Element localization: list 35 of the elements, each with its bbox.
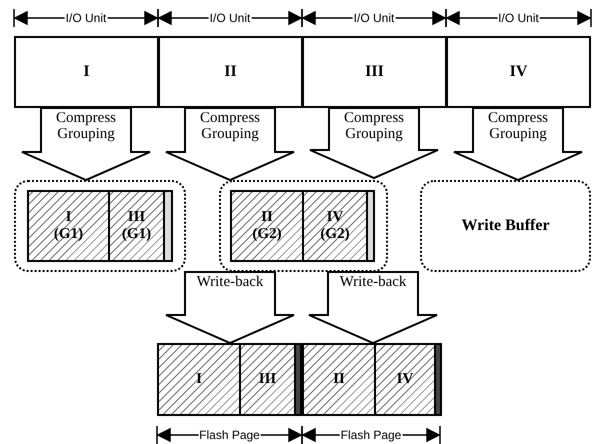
edge-label: Compress Grouping xyxy=(343,111,405,142)
flash-page-box xyxy=(157,343,302,416)
compressed-block: IV xyxy=(374,343,436,416)
compressed-block: III xyxy=(239,343,296,416)
data-block: III xyxy=(302,36,447,108)
compressed-block: I xyxy=(157,343,241,416)
flash-page-box xyxy=(302,343,442,416)
block-arrow xyxy=(165,271,295,344)
dimension-label: Flash Page xyxy=(340,428,402,442)
compressed-block: III (G1) xyxy=(108,190,165,262)
edge-label: Write-back xyxy=(196,275,264,291)
block-arrow xyxy=(309,107,439,180)
data-block: IV xyxy=(446,36,591,108)
data-block: II xyxy=(158,36,303,108)
data-block: I xyxy=(14,36,159,108)
block-arrow xyxy=(21,107,151,182)
edge-label: Compress Grouping xyxy=(487,111,549,142)
edge-label: Compress Grouping xyxy=(199,111,261,142)
dimension-label: I/O Unit xyxy=(352,11,396,25)
dimension-label: Flash Page xyxy=(198,428,261,442)
edge-label: Compress Grouping xyxy=(55,111,117,142)
dimension-label: I/O Unit xyxy=(497,11,540,25)
block-arrow xyxy=(165,107,295,182)
compressed-block: I (G1) xyxy=(27,190,110,262)
dimension-label: I/O Unit xyxy=(64,11,108,25)
block-arrow xyxy=(308,271,438,344)
compressed-block: II xyxy=(302,343,376,416)
write-buffer-box: Write Buffer xyxy=(420,180,591,272)
group-buffer xyxy=(14,180,186,272)
dimension-label: I/O Unit xyxy=(208,11,252,25)
block-arrow xyxy=(453,107,583,182)
compressed-block: IV (G2) xyxy=(302,190,368,262)
edge-label: Write-back xyxy=(340,275,406,291)
compressed-block: II (G2) xyxy=(230,190,304,262)
group-buffer xyxy=(219,180,388,272)
